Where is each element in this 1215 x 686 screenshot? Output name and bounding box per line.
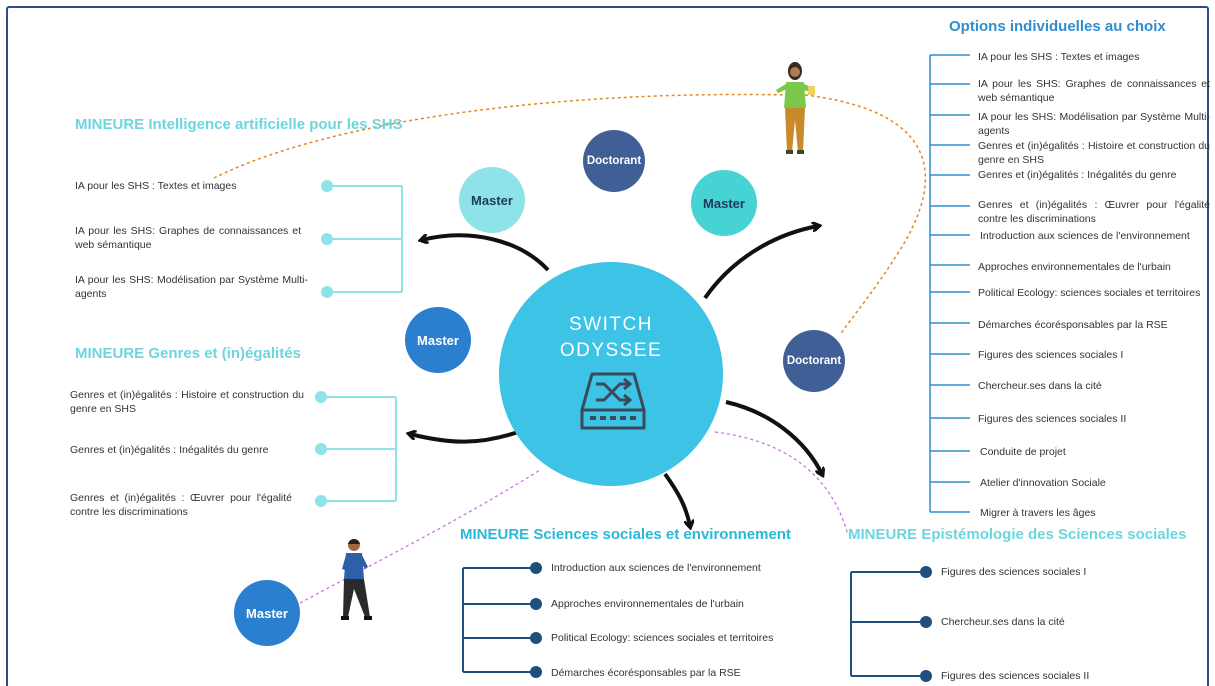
arrow-to-genres [410, 432, 519, 444]
ia-bracket [327, 185, 403, 293]
env-bracket [462, 567, 536, 673]
master-node-top-left: Master [459, 167, 525, 233]
ia-bullets [321, 180, 333, 298]
master-node-left: Master [405, 307, 471, 373]
mineure-genres-item: Genres et (in)égalités : Inégalités du g… [70, 444, 269, 456]
options-item: Genres et (in)égalités : Œuvrer pour l'é… [978, 199, 1210, 225]
arrow-to-ia [422, 233, 550, 272]
mineure-env-item: Political Ecology: sciences sociales et … [551, 632, 774, 644]
epist-bullets [920, 566, 932, 682]
mineure-env-title: MINEURE Sciences sociales et environneme… [460, 526, 791, 543]
doctorant-node-right: Doctorant [783, 330, 845, 392]
dashed-path-epist [714, 431, 849, 536]
options-item: IA pour les SHS : Textes et images [978, 51, 1140, 63]
mineure-epist-item: Figures des sciences sociales II [941, 670, 1090, 682]
mineure-ia-item: IA pour les SHS: Modélisation par Systèm… [75, 274, 308, 300]
mineure-ia-item: IA pour les SHS: Graphes de connaissance… [75, 225, 301, 251]
mineure-epist-title: MINEURE Epistémologie des Sciences socia… [848, 526, 1187, 543]
mineure-genres-item: Genres et (in)égalités : Œuvrer pour l'é… [70, 492, 292, 518]
mineure-ia-title: MINEURE Intelligence artificielle pour l… [75, 116, 403, 133]
epist-bracket [850, 571, 926, 677]
woman-figure-icon [776, 62, 815, 154]
master-node-top-right: Master [691, 170, 757, 236]
mineure-genres-title: MINEURE Genres et (in)égalités [75, 345, 301, 362]
mineure-env-item: Approches environnementales de l'urbain [551, 598, 744, 610]
options-item: IA pour les SHS: Modélisation par Systèm… [978, 111, 1210, 137]
options-item: Conduite de projet [980, 446, 1066, 458]
dashed-path-ia [213, 93, 791, 179]
options-item: Chercheur.ses dans la cité [978, 380, 1102, 392]
hub-title-line2: ODYSSEE [559, 340, 663, 361]
options-item: Démarches écorésponsables par la RSE [978, 319, 1168, 331]
switch-shuffle-icon [580, 372, 646, 430]
dashed-path-options [804, 94, 926, 336]
mineure-epist-item: Figures des sciences sociales I [941, 566, 1087, 578]
options-item: Migrer à travers les âges [980, 507, 1096, 519]
diagram-frame [6, 6, 1209, 686]
switch-odyssee-hub: SWITCH ODYSSEE [499, 262, 723, 486]
options-item: Genres et (in)égalités : Inégalités du g… [978, 169, 1177, 181]
mineure-env-item: Introduction aux sciences de l'environne… [551, 562, 761, 574]
mineure-genres-item: Genres et (in)égalités : Histoire et con… [70, 389, 304, 415]
mineure-env-item: Démarches écorésponsables par la RSE [551, 667, 741, 679]
hub-title-line1: SWITCH [569, 314, 653, 335]
man-figure-icon [341, 538, 372, 620]
options-item: Figures des sciences sociales I [978, 349, 1124, 361]
options-item: Political Ecology: sciences sociales et … [978, 287, 1201, 299]
genres-bullets [315, 391, 327, 507]
arrow-to-env [663, 472, 690, 526]
options-item: Genres et (in)égalités : Histoire et con… [978, 140, 1210, 166]
options-item: Atelier d'innovation Sociale [980, 477, 1106, 489]
arrow-to-epist [725, 400, 822, 474]
master-node-bottom: Master [234, 580, 300, 646]
options-item: Figures des sciences sociales II [978, 413, 1127, 425]
options-item: IA pour les SHS: Graphes de connaissance… [978, 78, 1210, 104]
env-bullets [530, 562, 542, 678]
options-item: Approches environnementales de l'urbain [978, 261, 1171, 273]
options-title: Options individuelles au choix [949, 18, 1166, 35]
mineure-epist-item: Chercheur.ses dans la cité [941, 616, 1065, 628]
doctorant-node-top: Doctorant [583, 130, 645, 192]
mineure-ia-item: IA pour les SHS : Textes et images [75, 180, 237, 192]
options-item: Introduction aux sciences de l'environne… [980, 230, 1190, 242]
genres-bracket [321, 396, 397, 502]
arrow-to-options [703, 226, 818, 300]
options-tree [929, 54, 970, 513]
